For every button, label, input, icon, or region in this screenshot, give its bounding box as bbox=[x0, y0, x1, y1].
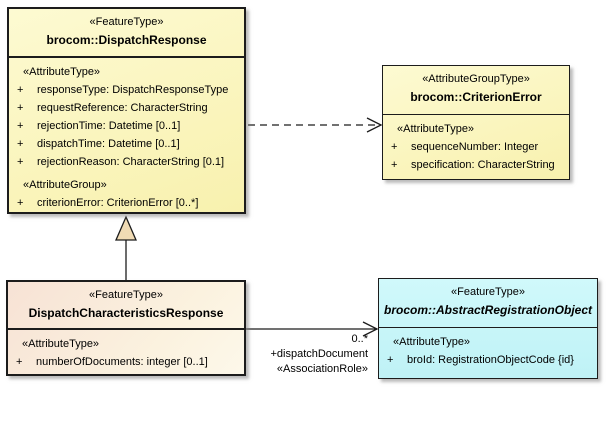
class-box-dispatch-characteristics-response: «FeatureType» DispatchCharacteristicsRes… bbox=[6, 280, 246, 376]
attribute-row: + numberOfDocuments: integer [0..1] bbox=[8, 353, 244, 371]
class-stereotype: «AttributeGroupType» bbox=[422, 73, 530, 85]
class-name: DispatchCharacteristicsResponse bbox=[28, 306, 224, 320]
class-box-dispatch-response: «FeatureType» brocom::DispatchResponse «… bbox=[7, 7, 246, 214]
visibility-marker: + bbox=[391, 141, 398, 153]
class-stereotype: «FeatureType» bbox=[89, 289, 163, 301]
class-name: brocom::CriterionError bbox=[410, 90, 542, 104]
association-connector bbox=[246, 321, 379, 337]
attribute-text: requestReference: CharacterString bbox=[37, 102, 208, 114]
attributes-compartment: «AttributeType» + responseType: Dispatch… bbox=[9, 58, 244, 212]
class-header: «FeatureType» brocom::AbstractRegistrati… bbox=[379, 279, 597, 328]
attribute-text: sequenceNumber: Integer bbox=[411, 141, 539, 153]
attribute-row: + rejectionReason: CharacterString [0.1] bbox=[9, 153, 244, 171]
visibility-marker: + bbox=[17, 197, 24, 209]
visibility-marker: + bbox=[17, 102, 24, 114]
attribute-text: broId: RegistrationObjectCode {id} bbox=[407, 354, 574, 366]
class-stereotype: «FeatureType» bbox=[451, 286, 525, 298]
class-name: brocom::AbstractRegistrationObject bbox=[383, 303, 593, 317]
class-box-criterion-error: «AttributeGroupType» brocom::CriterionEr… bbox=[382, 65, 570, 180]
attribute-text: specification: CharacterString bbox=[411, 159, 555, 171]
attribute-text: rejectionReason: CharacterString [0.1] bbox=[37, 156, 225, 168]
association-labels: 0..* +dispatchDocument «AssociationRole» bbox=[270, 332, 368, 377]
attribute-text: responseType: DispatchResponseType bbox=[37, 84, 229, 96]
attribute-section-label: «AttributeType» bbox=[23, 66, 101, 78]
attributes-compartment: «AttributeType» + sequenceNumber: Intege… bbox=[383, 115, 569, 174]
visibility-marker: + bbox=[391, 159, 398, 171]
visibility-marker: + bbox=[16, 356, 23, 368]
class-header: «FeatureType» DispatchCharacteristicsRes… bbox=[8, 282, 244, 330]
attributes-compartment: «AttributeType» + broId: RegistrationObj… bbox=[379, 328, 597, 369]
association-multiplicity: 0..* bbox=[351, 333, 368, 345]
visibility-marker: + bbox=[17, 84, 24, 96]
visibility-marker: + bbox=[17, 138, 24, 150]
visibility-marker: + bbox=[17, 156, 24, 168]
attribute-text: rejectionTime: Datetime [0..1] bbox=[37, 120, 181, 132]
attribute-row: + requestReference: CharacterString bbox=[9, 99, 244, 117]
generalization-connector bbox=[115, 215, 137, 281]
class-header: «FeatureType» brocom::DispatchResponse bbox=[9, 9, 244, 58]
attribute-row: + rejectionTime: Datetime [0..1] bbox=[9, 117, 244, 135]
attribute-row: + criterionError: CriterionError [0..*] bbox=[9, 194, 244, 212]
association-role-name: +dispatchDocument bbox=[270, 348, 368, 360]
class-stereotype: «FeatureType» bbox=[89, 16, 164, 28]
attribute-section-label: «AttributeType» bbox=[397, 123, 475, 135]
attribute-row: + broId: RegistrationObjectCode {id} bbox=[379, 351, 597, 369]
attribute-text: numberOfDocuments: integer [0..1] bbox=[36, 356, 208, 368]
attributes-compartment: «AttributeType» + numberOfDocuments: int… bbox=[8, 330, 244, 371]
attribute-section-label: «AttributeType» bbox=[393, 336, 471, 348]
attribute-section-label: «AttributeType» bbox=[22, 338, 100, 350]
visibility-marker: + bbox=[17, 120, 24, 132]
attribute-row: + dispatchTime: Datetime [0..1] bbox=[9, 135, 244, 153]
dependency-connector bbox=[248, 117, 383, 133]
attribute-row: + responseType: DispatchResponseType bbox=[9, 81, 244, 99]
attribute-group-section-label: «AttributeGroup» bbox=[23, 179, 107, 191]
attribute-row: + specification: CharacterString bbox=[383, 156, 569, 174]
class-name: brocom::DispatchResponse bbox=[46, 33, 207, 47]
association-stereotype: «AssociationRole» bbox=[276, 363, 368, 375]
class-header: «AttributeGroupType» brocom::CriterionEr… bbox=[383, 66, 569, 115]
visibility-marker: + bbox=[387, 354, 394, 366]
attribute-text: dispatchTime: Datetime [0..1] bbox=[37, 138, 180, 150]
class-box-abstract-registration-object: «FeatureType» brocom::AbstractRegistrati… bbox=[378, 278, 598, 379]
attribute-row: + sequenceNumber: Integer bbox=[383, 138, 569, 156]
attribute-text: criterionError: CriterionError [0..*] bbox=[37, 197, 199, 209]
